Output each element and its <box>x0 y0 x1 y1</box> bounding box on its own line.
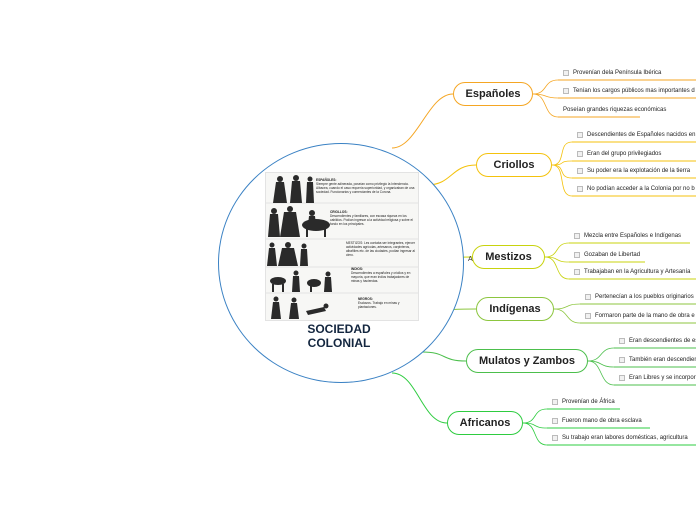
branch-node-label: Mulatos y Zambos <box>479 355 575 367</box>
topic-item-text: Su poder era la explotación de la tierra <box>587 168 691 174</box>
topic-item-text: Provenían de África <box>562 399 615 405</box>
topic-item[interactable]: Eran del grupo privilegiados <box>577 151 661 157</box>
item-connector <box>544 256 570 280</box>
topic-item[interactable]: Su poder era la explotación de la tierra <box>577 168 690 174</box>
topic-item-text: Gozaban de Libertad <box>584 252 641 258</box>
item-connector <box>551 164 573 197</box>
branch-connector <box>391 93 454 149</box>
item-connector <box>587 347 615 362</box>
branch-node-mestizos[interactable]: Mestizos <box>472 245 545 269</box>
checkbox-icon[interactable] <box>577 151 583 157</box>
checkbox-icon[interactable] <box>577 168 583 174</box>
topic-item[interactable]: Trabajaban en la Agricultura y Artesanía <box>574 269 691 275</box>
colonial-society-illustration: ESPAÑOLES: Siempre gente adinerada, pose… <box>265 172 419 321</box>
topic-item-text: Mezcla entre Españoles e Indígenas <box>584 233 682 239</box>
topic-item[interactable]: Gozaban de Libertad <box>574 252 640 258</box>
topic-item-text: Eran del grupo privilegiados <box>587 151 662 157</box>
branch-node-criollos[interactable]: Criollos <box>476 153 552 177</box>
checkbox-icon[interactable] <box>619 357 625 363</box>
branch-connector <box>421 351 467 362</box>
checkbox-icon[interactable] <box>552 418 558 424</box>
checkbox-icon[interactable] <box>619 338 625 344</box>
item-connector <box>551 164 573 179</box>
topic-item[interactable]: Fueron mano de obra esclava <box>552 418 642 424</box>
checkbox-icon[interactable] <box>552 399 558 405</box>
silhouettes-image <box>266 173 418 320</box>
topic-item[interactable]: También eran descendien <box>619 357 696 363</box>
item-connector <box>587 360 615 386</box>
topic-item-text: No podían acceder a la Colonia por no b <box>587 186 695 192</box>
topic-item-text: Poseían grandes riquezas económicas <box>563 107 667 113</box>
checkbox-icon[interactable] <box>585 294 591 300</box>
checkbox-icon[interactable] <box>574 269 580 275</box>
central-topic-title[interactable]: SOCIEDAD COLONIAL <box>307 322 371 350</box>
topic-item[interactable]: Provenían de África <box>552 399 615 405</box>
illustration-caption-3: MESTIZOS: Les contaba ser integrantes, e… <box>346 241 415 257</box>
topic-item-text: Eran descendientes de es <box>629 338 696 344</box>
item-connector <box>532 93 559 118</box>
checkbox-icon[interactable] <box>552 435 558 441</box>
topic-item[interactable]: Mezcla entre Españoles e Indígenas <box>574 233 681 239</box>
topic-item[interactable]: Eran Libres y se incorpor <box>619 375 696 381</box>
topic-item[interactable]: Tenían los cargos públicos mas important… <box>563 88 695 94</box>
branch-node-africanos[interactable]: Africanos <box>447 411 523 435</box>
illustration-caption-5: NEGROS: Esclavos. Trabajo en minas y pla… <box>358 297 400 309</box>
topic-item-text: También eran descendien <box>629 357 696 363</box>
topic-item-text: Trabajaban en la Agricultura y Artesanía <box>584 269 691 275</box>
topic-item-text: Provenían dela Península Ibérica <box>573 70 662 76</box>
checkbox-icon[interactable] <box>577 132 583 138</box>
illustration-caption-4: INDIOS: Descendientes a españoles y crio… <box>351 267 411 283</box>
topic-item[interactable]: Su trabajo eran labores domésticas, agri… <box>552 435 688 441</box>
checkbox-icon[interactable] <box>574 233 580 239</box>
topic-item-text: Eran Libres y se incorpor <box>629 375 696 381</box>
item-connector <box>553 308 581 324</box>
branch-node-label: Criollos <box>493 159 535 171</box>
illustration-caption-1: ESPAÑOLES: Siempre gente adinerada, pose… <box>316 178 415 194</box>
topic-item[interactable]: Descendientes de Españoles nacidos en A <box>577 132 696 138</box>
topic-item[interactable]: Formaron parte de la mano de obra e <box>585 313 695 319</box>
topic-item[interactable]: Poseían grandes riquezas económicas <box>563 107 666 113</box>
topic-item-text: Pertenecían a los pueblos originarios <box>595 294 694 300</box>
checkbox-icon[interactable] <box>619 375 625 381</box>
branch-node-label: Indígenas <box>489 303 541 315</box>
topic-item-text: Tenían los cargos públicos mas important… <box>573 88 695 94</box>
checkbox-icon[interactable] <box>585 313 591 319</box>
item-connector <box>553 303 581 310</box>
topic-item[interactable]: Eran descendientes de es <box>619 338 696 344</box>
checkbox-icon[interactable] <box>577 186 583 192</box>
branch-node-mulatos-y-zambos[interactable]: Mulatos y Zambos <box>466 349 588 373</box>
illustration-caption-2: CRIOLLOS: Descendientes y familiares, co… <box>330 210 413 226</box>
topic-item[interactable]: No podían acceder a la Colonia por no b <box>577 186 695 192</box>
checkbox-icon[interactable] <box>563 70 569 76</box>
topic-item[interactable]: Pertenecían a los pueblos originarios <box>585 294 694 300</box>
branch-connector <box>391 372 448 424</box>
item-connector <box>544 242 570 258</box>
item-connector <box>522 422 548 446</box>
branch-node-españoles[interactable]: Españoles <box>453 82 533 106</box>
topic-item-text: Su trabajo eran labores domésticas, agri… <box>562 435 688 441</box>
branch-node-label: Africanos <box>459 417 511 429</box>
item-connector <box>522 408 548 424</box>
branch-node-label: Mestizos <box>485 251 532 263</box>
branch-node-indígenas[interactable]: Indígenas <box>476 297 554 321</box>
item-connector <box>532 79 559 95</box>
branch-connector <box>426 164 477 186</box>
checkbox-icon[interactable] <box>563 88 569 94</box>
checkbox-icon[interactable] <box>574 252 580 258</box>
topic-item[interactable]: Provenían dela Península Ibérica <box>563 70 661 76</box>
topic-item-text: Fueron mano de obra esclava <box>562 418 642 424</box>
topic-item-text: Formaron parte de la mano de obra e <box>595 313 695 319</box>
item-connector <box>551 141 573 166</box>
branch-node-label: Españoles <box>465 88 521 100</box>
topic-item-text: Descendientes de Españoles nacidos en A <box>587 132 696 138</box>
